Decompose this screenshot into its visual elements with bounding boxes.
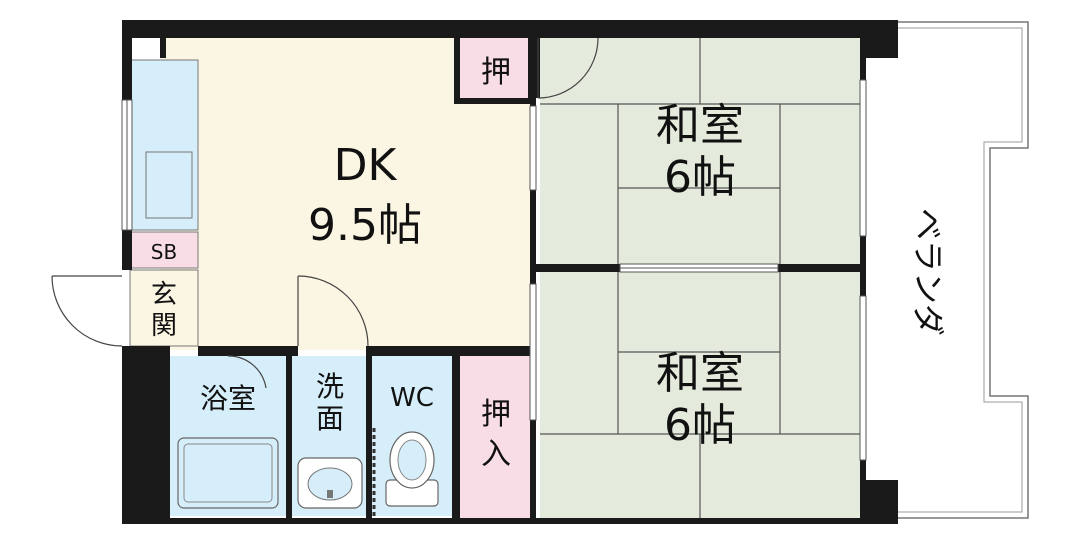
windows bbox=[121, 79, 867, 461]
washitsu-lower-size-label: 6帖 bbox=[664, 400, 736, 451]
dk-name-label: DK bbox=[334, 140, 398, 191]
toilet-label: WC bbox=[390, 383, 434, 413]
dk-size-label: 9.5帖 bbox=[308, 200, 422, 251]
tatami-lines-lower bbox=[540, 272, 860, 518]
washbasin-bowl bbox=[307, 467, 353, 501]
bathroom-label: 浴室 bbox=[200, 382, 256, 415]
bathtub bbox=[177, 437, 279, 509]
oshiire-label-1: 押 bbox=[481, 397, 511, 432]
genkan-label-1: 玄 bbox=[151, 280, 177, 310]
bathtub-inner bbox=[183, 443, 273, 503]
sink-basin bbox=[145, 151, 193, 219]
walls bbox=[122, 20, 898, 524]
oshiire-label-2: 入 bbox=[481, 437, 511, 472]
oshiire-lower-area bbox=[458, 356, 534, 518]
oshi-upper-area bbox=[458, 38, 538, 98]
oshi-upper-label: 押 bbox=[481, 55, 511, 90]
veranda-outline-inner bbox=[898, 27, 1023, 513]
tatami-lines-upper bbox=[540, 38, 860, 268]
washitsu-lower-name-label: 和室 bbox=[656, 348, 744, 399]
veranda-label: ベランダ bbox=[909, 208, 947, 336]
genkan-label-2: 関 bbox=[151, 311, 177, 341]
washroom-label-1: 洗 bbox=[316, 370, 344, 403]
washbasin-tap bbox=[327, 490, 333, 498]
washitsu-upper-name-label: 和室 bbox=[656, 100, 744, 151]
shoe-box-label: SB bbox=[151, 240, 177, 264]
washroom-label-2: 面 bbox=[316, 402, 344, 435]
toilet-seat bbox=[397, 439, 427, 481]
veranda-outline bbox=[898, 21, 1029, 519]
door-swings bbox=[51, 37, 599, 389]
washitsu-upper-size-label: 6帖 bbox=[664, 152, 736, 203]
